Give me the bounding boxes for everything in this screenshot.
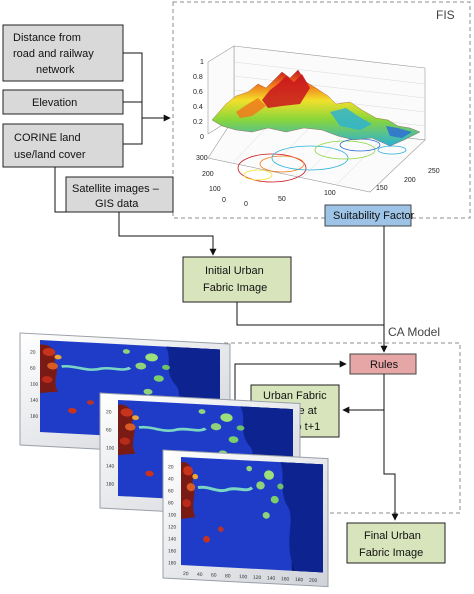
- x-tick-label: 200: [404, 177, 416, 184]
- input-satellite-line2: GIS data: [95, 198, 139, 210]
- suitability-factor-box: Suitability Factor: [324, 204, 415, 227]
- map3-x-tick: 120: [253, 575, 262, 581]
- input-corine-line2: use/land cover: [14, 149, 86, 161]
- arrow-rules-to-final: [383, 410, 399, 521]
- map3-x-tick: 180: [295, 577, 304, 583]
- x-tick-label: 50: [278, 196, 286, 203]
- map3-y-tick: 60: [168, 488, 174, 494]
- x-tick-label: 100: [324, 190, 336, 197]
- map3-x-tick: 20: [183, 571, 189, 577]
- z-tick-label: 0.6: [193, 89, 203, 96]
- initial-urban-line1: Initial Urban: [205, 265, 264, 277]
- map-image-3: 20 40 60 80 100 120 140 160 180 20 40 60…: [162, 449, 329, 588]
- z-tick-label: 0.4: [193, 104, 203, 111]
- map2-y-tick: 180: [106, 481, 115, 487]
- map3-y-tick: 40: [168, 476, 174, 482]
- map1-y-tick: 180: [30, 414, 39, 420]
- x-tick-label: 250: [428, 168, 440, 175]
- initial-urban-fabric-box: Initial Urban Fabric Image: [182, 256, 292, 303]
- input-distance-line3: network: [36, 64, 75, 76]
- map1-y-tick: 60: [30, 366, 36, 372]
- rules-label: Rules: [370, 359, 399, 371]
- map2-y-tick: 20: [106, 409, 112, 415]
- final-urban-line1: Final Urban: [364, 530, 421, 542]
- map1-y-tick: 20: [30, 350, 36, 356]
- ca-model-label: CA Model: [388, 325, 440, 339]
- map3-x-tick: 200: [309, 578, 318, 584]
- input-corine-line1: CORINE land: [14, 132, 81, 144]
- input-satellite-line1: Satellite images –: [72, 183, 160, 195]
- initial-urban-line2: Fabric Image: [203, 282, 267, 294]
- y-tick-label: 100: [209, 186, 221, 193]
- arrow-rules-to-t1: [342, 374, 385, 414]
- input-distance-line1: Distance from: [13, 32, 81, 44]
- map3-y-tick: 180: [168, 560, 177, 566]
- final-urban-fabric-box: Final Urban Fabric Image: [346, 522, 446, 564]
- map1-y-tick: 140: [30, 398, 39, 404]
- map2-y-tick: 140: [106, 463, 115, 469]
- map3-y-tick: 100: [168, 512, 177, 518]
- x-tick-label: 0: [244, 201, 248, 208]
- z-tick-label: 0: [200, 134, 204, 141]
- suitability-factor-label: Suitability Factor: [333, 210, 415, 222]
- map2-y-tick: 100: [106, 445, 115, 451]
- input-satellite-box: Satellite images – GIS data: [65, 176, 174, 213]
- surface-plot-x-ticks: 0 50 100 150 200 250: [244, 168, 440, 208]
- map3-x-tick: 100: [239, 574, 248, 580]
- map3-y-tick: 140: [168, 536, 177, 542]
- connector-corine-to-satellite: [54, 167, 66, 213]
- connector-initial-to-join: [236, 302, 384, 326]
- surface-plot-surface: [211, 69, 421, 147]
- surface-plot: 1 0.8 0.6 0.4 0.2 0 300 200 100 0 0 50 1…: [193, 45, 440, 208]
- y-tick-label: 200: [202, 171, 214, 178]
- map3-y-tick: 120: [168, 524, 177, 530]
- input-distance-line2: road and railway: [13, 48, 94, 60]
- z-tick-label: 0.8: [193, 74, 203, 81]
- map3-x-tick: 60: [211, 573, 217, 579]
- map3-x-tick: 80: [225, 573, 231, 579]
- y-tick-label: 0: [222, 197, 226, 204]
- map3-x-tick: 140: [267, 575, 276, 581]
- z-tick-label: 1: [200, 59, 204, 66]
- input-elevation-line1: Elevation: [32, 97, 77, 109]
- z-tick-label: 0.2: [193, 119, 203, 126]
- input-corine-box: CORINE land use/land cover: [2, 123, 124, 168]
- input-distance-box: Distance from road and railway network: [2, 24, 124, 82]
- map3-x-tick: 40: [197, 572, 203, 578]
- arrow-satellite-to-initial: [118, 212, 217, 256]
- map3-y-tick: 20: [168, 464, 174, 470]
- fis-region: [172, 1, 471, 219]
- fis-label: FIS: [436, 8, 455, 22]
- map3-y-tick: 80: [168, 500, 174, 506]
- map3-y-tick: 160: [168, 548, 177, 554]
- input-elevation-box: Elevation: [2, 89, 124, 115]
- rules-box: Rules: [349, 353, 417, 375]
- final-urban-line2: Fabric Image: [359, 547, 423, 559]
- map3-x-tick: 160: [281, 576, 290, 582]
- input-connectors: [123, 52, 143, 145]
- urban-t1-line1: Urban Fabric: [263, 390, 327, 402]
- x-tick-label: 150: [376, 185, 388, 192]
- surface-plot-y-ticks: 300 200 100 0: [196, 155, 226, 204]
- y-tick-label: 300: [196, 155, 208, 162]
- map2-y-tick: 60: [106, 427, 112, 433]
- map1-y-tick: 100: [30, 382, 39, 388]
- surface-plot-z-ticks: 1 0.8 0.6 0.4 0.2 0: [193, 59, 204, 141]
